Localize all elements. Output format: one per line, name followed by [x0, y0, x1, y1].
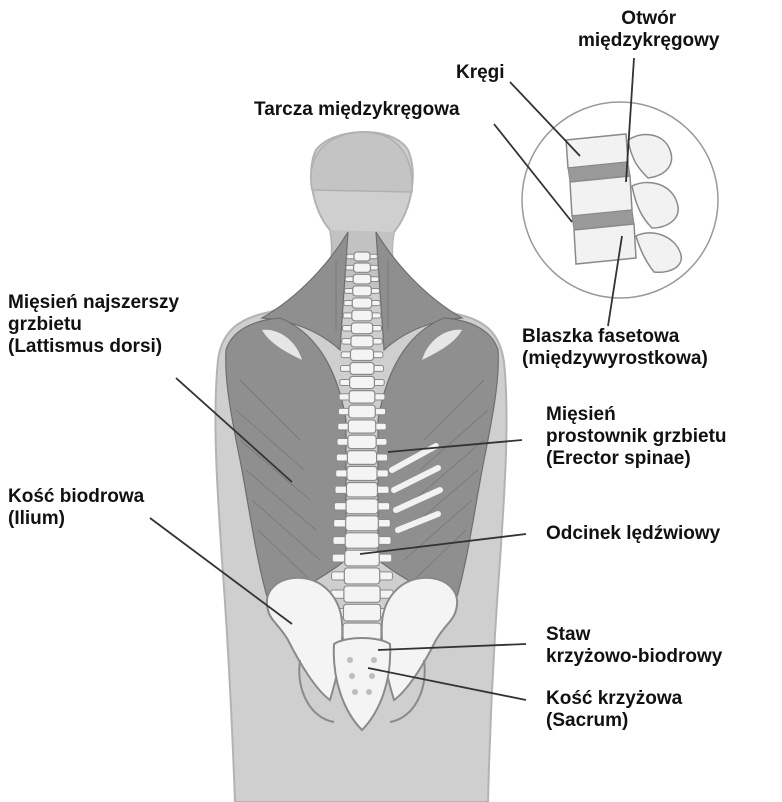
- vertebra: [349, 391, 375, 404]
- vertebra: [347, 483, 378, 497]
- vertebra: [350, 349, 373, 361]
- vertebra: [353, 274, 371, 284]
- vertebra: [348, 420, 375, 433]
- label-intervertebral-disc: Tarcza międzykręgowa: [254, 99, 460, 121]
- vertebra: [352, 298, 372, 308]
- vertebra: [350, 376, 375, 388]
- vertebra: [344, 586, 380, 602]
- inset-vertebra-body-3: [574, 224, 636, 264]
- label-vertebrae: Kręgi: [456, 62, 505, 84]
- label-facet-lamina: Blaszka fasetowa (międzywyrostkowa): [522, 326, 708, 370]
- vertebra: [343, 604, 380, 621]
- label-ilium: Kość biodrowa (Ilium): [8, 486, 144, 530]
- vertebra: [351, 336, 373, 347]
- vertebra: [354, 252, 370, 261]
- vertebra: [353, 286, 372, 296]
- label-latissimus-dorsi: Mięsień najszerszy grzbietu (Lattismus d…: [8, 292, 179, 358]
- label-erector-spinae: Mięsień prostownik grzbietu (Erector spi…: [546, 404, 727, 470]
- label-lumbar: Odcinek lędźwiowy: [546, 523, 720, 545]
- inset-vertebra-body-2: [570, 176, 632, 216]
- label-intervertebral-foramen: Otwór międzykręgowy: [578, 8, 720, 52]
- vertebra: [351, 323, 372, 334]
- vertebra: [354, 263, 371, 272]
- vertebra: [344, 568, 379, 584]
- vertebra-zoom-inset: [522, 102, 718, 298]
- vertebra: [345, 533, 379, 548]
- vertebra: [352, 310, 372, 321]
- vertebra: [348, 435, 376, 448]
- vertebra: [347, 466, 377, 480]
- vertebra: [346, 499, 378, 514]
- label-sacroiliac-joint: Staw krzyżowo-biodrowy: [546, 624, 722, 668]
- vertebra: [347, 451, 376, 465]
- vertebra: [346, 516, 379, 531]
- vertebra: [350, 363, 374, 375]
- label-sacrum: Kość krzyżowa (Sacrum): [546, 688, 682, 732]
- vertebra: [349, 405, 376, 418]
